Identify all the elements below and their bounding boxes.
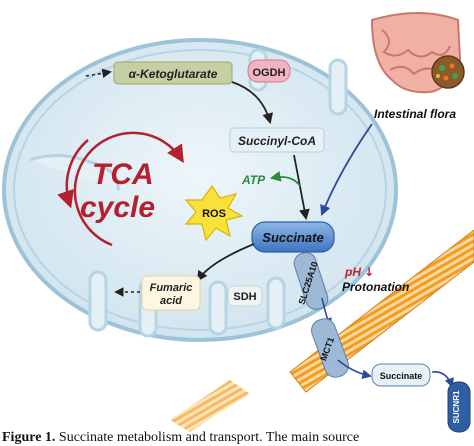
- intestinal-flora-label: Intestinal flora: [374, 107, 456, 121]
- succinate-node: Succinate: [251, 221, 335, 253]
- ros-star: ROS: [184, 184, 244, 242]
- fumaric-acid-label-line1: Fumaric: [150, 282, 193, 294]
- arrow-succinate-to-fumaric: [196, 243, 255, 282]
- figure-caption-prefix: Figure 1.: [2, 430, 56, 445]
- tca-cycle-label-line2: cycle: [80, 191, 155, 224]
- fumaric-acid-label-line2: acid: [160, 295, 182, 307]
- arrow-mct1-to-succinate: [337, 359, 372, 380]
- ph-label: pH: [344, 265, 361, 279]
- figure-caption: Figure 1. Succinate metabolism and trans…: [2, 430, 474, 446]
- protonation-label: Protonation: [342, 280, 409, 294]
- tca-cycle-label-line1: TCA: [92, 158, 154, 191]
- mct1-transporter: MCT1: [311, 318, 349, 378]
- succinate-label: Succinate: [262, 230, 323, 245]
- sucnr1-receptor: SUCNR1: [447, 381, 471, 433]
- succinyl-coa-label: Succinyl-CoA: [238, 134, 316, 148]
- extracellular-succinate-node: Succinate: [371, 363, 431, 387]
- arrow-succinyl-coa-to-succinate: [293, 154, 310, 221]
- succinyl-coa-node: Succinyl-CoA: [229, 127, 325, 153]
- arrow-succinate-to-sucnr1: [431, 370, 454, 388]
- figure-caption-text: Succinate metabolism and transport. The …: [58, 430, 360, 445]
- ogdh-label: OGDH: [253, 67, 286, 79]
- intestine-illustration: [370, 12, 465, 94]
- fumaric-acid-node: Fumaric acid: [141, 275, 201, 311]
- slc25a10-transporter: SLC25A10: [293, 252, 329, 310]
- ph-down-arrow-icon: ↓: [364, 265, 374, 279]
- sucnr1-label: SUCNR1: [452, 390, 461, 423]
- bacteria-icon: [431, 55, 465, 89]
- sdh-label: SDH: [233, 291, 256, 303]
- arrow-akg-to-succinyl-coa: [231, 81, 273, 125]
- sdh-node: SDH: [227, 285, 263, 307]
- arrow-atp: [269, 171, 301, 187]
- alpha-ketoglutarate-label: α-Ketoglutarate: [129, 67, 218, 81]
- arrow-into-akg: [85, 68, 112, 78]
- tca-cycle: TCA cycle: [57, 131, 184, 247]
- arrow-flora-to-succinate: [320, 123, 373, 216]
- alpha-ketoglutarate-node: α-Ketoglutarate: [113, 61, 233, 85]
- extracellular-succinate-label: Succinate: [380, 371, 423, 381]
- ogdh-node: OGDH: [247, 59, 291, 83]
- ros-label: ROS: [202, 208, 226, 220]
- atp-label: ATP: [241, 173, 266, 187]
